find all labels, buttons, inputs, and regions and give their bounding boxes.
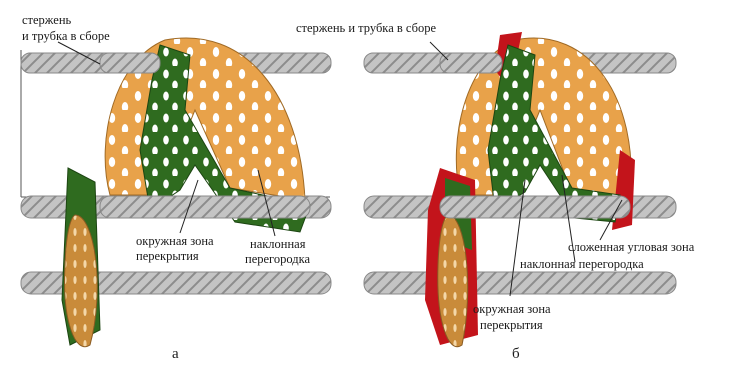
label-inclined-baffle-a-1: наклонная xyxy=(250,237,306,251)
tube-bottom-b xyxy=(364,272,676,294)
label-rod-tube-b: стержень и трубка в сборе xyxy=(296,21,436,35)
label-circular-zone-b-1: окружная зона xyxy=(473,302,551,316)
label-rod-tube-a-1: стержень xyxy=(22,13,72,27)
tube-middle-front-a xyxy=(100,196,310,218)
caption-a: а xyxy=(172,346,179,362)
label-circular-zone-b-2: перекрытия xyxy=(480,318,543,332)
caption-b: б xyxy=(512,346,520,362)
label-inclined-baffle-b: наклонная перегородка xyxy=(520,257,644,271)
tube-middle-front-b xyxy=(440,196,630,218)
panel-b: стержень и трубка в сборе сложенная угло… xyxy=(296,21,695,362)
label-rod-tube-a-2: и трубка в сборе xyxy=(22,29,110,43)
panel-a: стержень и трубка в сборе окружная зона … xyxy=(21,13,331,362)
label-circular-zone-a-2: перекрытия xyxy=(136,249,199,263)
label-corner-zone-b: сложенная угловая зона xyxy=(568,240,695,254)
tube-top-front-b xyxy=(440,53,502,73)
tube-top-front-a xyxy=(100,53,160,73)
label-inclined-baffle-a-2: перегородка xyxy=(245,252,310,266)
label-circular-zone-a-1: окружная зона xyxy=(136,234,214,248)
